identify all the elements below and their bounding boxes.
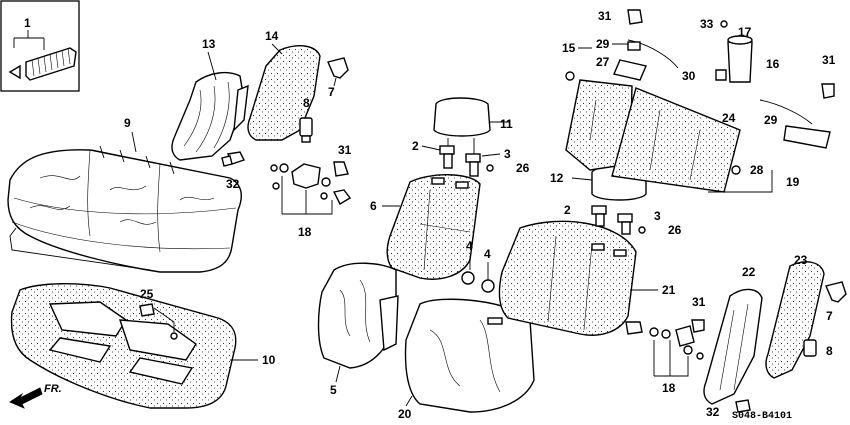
callout-17: 17: [738, 25, 752, 39]
bolt-31-lower: [691, 319, 705, 333]
hardware-set-18-right: [625, 321, 704, 377]
front-label: FR.: [44, 383, 62, 395]
callout-1: 1: [24, 16, 31, 30]
inset-clip-box: 1: [0, 0, 80, 92]
callout-32-left: 32: [226, 177, 240, 191]
screw-26-centre: [486, 164, 494, 172]
bolt-31-top: [627, 9, 643, 25]
callout-32-right: 32: [706, 405, 720, 419]
callout-20: 20: [398, 407, 412, 421]
callout-31-lower: 31: [692, 295, 706, 309]
callout-26-right: 26: [668, 223, 682, 237]
side-bolster-left: [171, 71, 249, 161]
callout-33: 33: [700, 17, 714, 31]
guide-2-right: [591, 205, 607, 227]
side-bolster-right: [703, 288, 763, 405]
screw-33: [720, 20, 728, 28]
callout-4a: 4: [466, 239, 473, 253]
callout-21: 21: [662, 283, 676, 297]
callout-18-right: 18: [662, 381, 676, 395]
callout-3-right: 3: [654, 209, 661, 223]
bolt-32-small: [565, 71, 575, 81]
bolt-31-right: [821, 83, 835, 99]
pin-8-right: [803, 339, 817, 357]
grommet-4b: [481, 279, 495, 293]
callout-12: 12: [550, 171, 564, 185]
callout-28: 28: [750, 163, 764, 177]
callout-2-centre: 2: [412, 139, 419, 153]
pin-8-top: [299, 117, 313, 143]
screw-26-right: [638, 226, 646, 234]
callout-16: 16: [766, 57, 780, 71]
callout-4b: 4: [484, 247, 491, 261]
callout-15: 15: [562, 41, 576, 55]
callout-8-top: 8: [303, 96, 310, 110]
callout-31-top: 31: [598, 9, 612, 23]
seat-cushion-assembly: [7, 145, 242, 273]
lock-assembly-16: [727, 35, 753, 83]
linkage-24: [759, 99, 831, 149]
callout-6: 6: [370, 199, 377, 213]
seatback-cover-5: [317, 262, 399, 369]
seat-cushion-pad: [10, 283, 237, 409]
guide-3-centre: [465, 153, 481, 177]
callout-11: 11: [500, 117, 513, 131]
callout-19: 19: [786, 175, 800, 189]
hardware-set-18-left: [270, 163, 352, 215]
seatback-frame-19: [565, 79, 741, 193]
clip-7-right: [825, 281, 847, 303]
callout-24: 24: [722, 111, 736, 125]
callout-29-right: 29: [764, 113, 778, 127]
callout-8-right: 8: [826, 344, 833, 358]
side-pad-left: [247, 45, 321, 141]
guide-2-centre: [439, 145, 455, 169]
callout-2-right: 2: [564, 203, 571, 217]
callout-25: 25: [140, 287, 154, 301]
callout-7-right: 7: [826, 309, 833, 323]
callout-22: 22: [742, 265, 756, 279]
callout-13: 13: [202, 37, 216, 51]
callout-30: 30: [682, 69, 696, 83]
bolt-32-left: [221, 151, 245, 167]
callout-5: 5: [330, 383, 337, 397]
callout-7-top: 7: [328, 85, 335, 99]
callout-29-top: 29: [596, 37, 610, 51]
bolt-31-left: [333, 161, 349, 177]
bolt-32-right: [735, 399, 751, 413]
clip-7-top: [327, 57, 349, 79]
nut-30: [715, 69, 727, 81]
screw-28: [731, 165, 741, 175]
seatback-cover-20: [404, 298, 535, 413]
callout-27: 27: [596, 55, 610, 69]
seatback-21: [498, 220, 637, 336]
seatback-6: [386, 174, 481, 280]
guide-3-right: [617, 213, 633, 235]
callout-26-centre: 26: [516, 161, 530, 175]
grommet-4a: [461, 271, 475, 285]
callout-3-centre: 3: [504, 147, 511, 161]
front-direction-arrow: FR.: [9, 383, 62, 409]
callout-31-right: 31: [822, 53, 836, 67]
release-cable-15: [613, 39, 679, 81]
callout-10: 10: [262, 353, 276, 367]
callout-31-left: 31: [338, 143, 352, 157]
callout-18-left: 18: [298, 225, 312, 239]
callout-23: 23: [794, 253, 808, 267]
diagram-code: S048-B4101: [732, 411, 792, 422]
side-pad-right: [765, 261, 825, 379]
callout-9: 9: [124, 116, 131, 130]
bolt-25: [139, 303, 178, 340]
callout-14: 14: [265, 29, 279, 43]
